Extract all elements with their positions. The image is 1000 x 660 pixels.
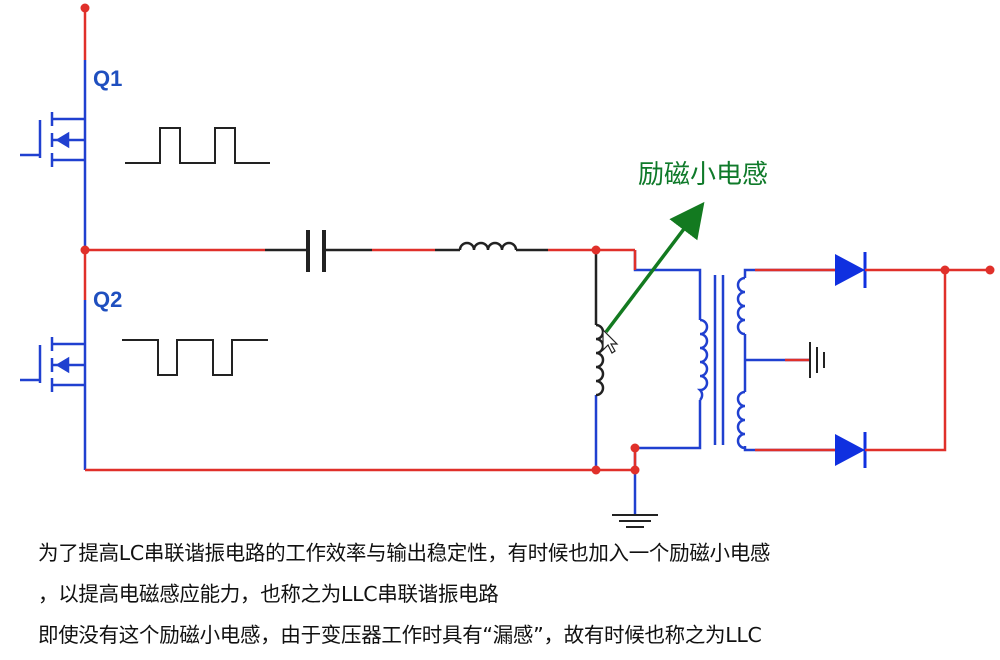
- q1-label: Q1: [93, 66, 122, 91]
- diode-top-icon: [835, 252, 867, 288]
- q2-pulse-waveform: [122, 339, 268, 376]
- mosfet-q1-icon: [20, 112, 85, 167]
- output-wire: [865, 268, 990, 452]
- magnetizing-inductor-annotation: 励磁小电感: [638, 160, 768, 190]
- q2-label: Q2: [93, 287, 122, 312]
- junction-nodes: [80, 3, 995, 475]
- llc-circuit-diagram: Q1 Q2: [20, 3, 995, 528]
- annotation-arrow: [604, 201, 705, 334]
- caption-line-2: ，以提高电磁感应能力，也称之为LLC串联谐振电路: [38, 582, 499, 606]
- caption-line-3: 即使没有这个励磁小电感，由于变压器工作时具有“漏感”，故有时候也称之为LLC: [38, 623, 762, 647]
- caption-line-1: 为了提高LC串联谐振电路的工作效率与输出稳定性，有时候也加入一个励磁小电感: [38, 541, 771, 565]
- transformer-icon: [696, 275, 746, 450]
- magnetizing-inductor-icon: [595, 323, 605, 397]
- q1-pulse-waveform: [125, 127, 270, 164]
- diode-bottom-icon: [835, 432, 867, 468]
- cursor-icon: [602, 328, 619, 354]
- ground-icon: [612, 470, 658, 528]
- center-tap-ground-icon: [809, 342, 825, 378]
- series-inductor-icon: [435, 241, 548, 252]
- capacitor-icon: [265, 230, 372, 272]
- mosfet-q2-icon: [20, 337, 85, 392]
